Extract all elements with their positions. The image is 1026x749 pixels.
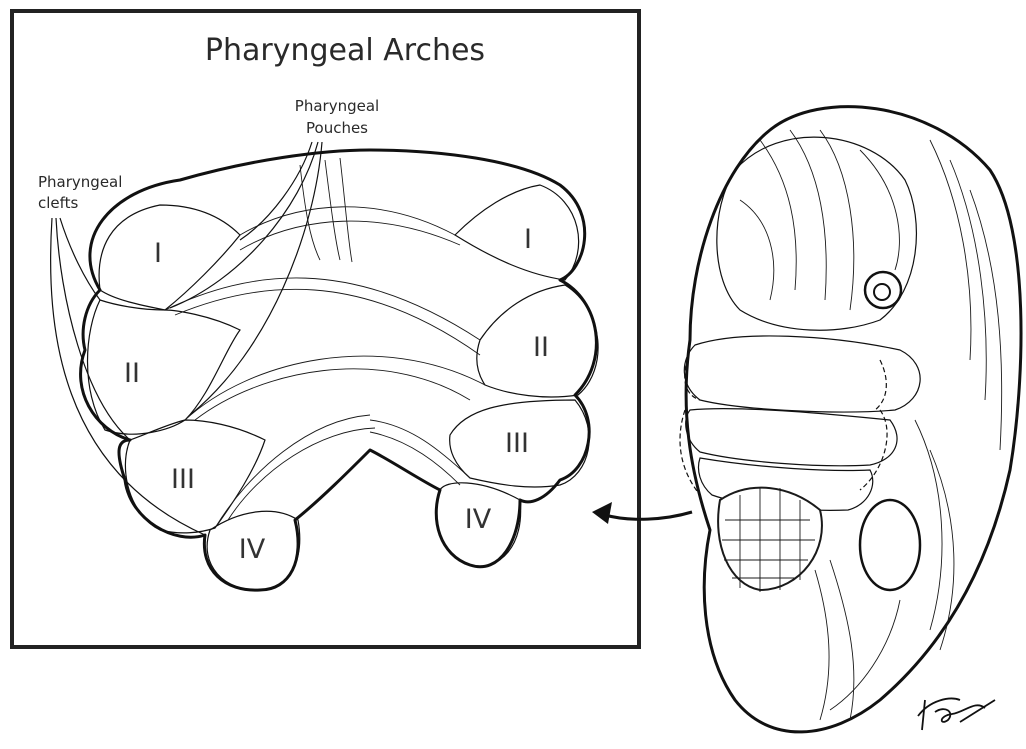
arch-right-2-label: II — [533, 332, 549, 363]
embryo-outline — [686, 107, 1021, 732]
arch-right-1-label: I — [524, 224, 532, 255]
clefts-label-line2: clefts — [38, 194, 79, 212]
reference-arrow — [592, 502, 692, 524]
arch-left-3-label: III — [171, 464, 195, 495]
clefts-label-line1: Pharyngeal — [38, 173, 122, 191]
artist-signature — [918, 699, 995, 730]
embryo-heart-bulge — [860, 500, 920, 590]
arch-right-3-label: III — [505, 428, 529, 459]
arch-right-4-label: IV — [465, 504, 492, 535]
pouches-label-line2: Pouches — [306, 119, 368, 137]
arch-left-2-label: II — [124, 358, 140, 389]
diagram-title: Pharyngeal Arches — [205, 33, 485, 68]
embryo-eye — [865, 272, 901, 308]
arch-left-1-label: I — [154, 238, 162, 269]
arch-left-4-label: IV — [239, 534, 266, 565]
pouches-label-line1: Pharyngeal — [295, 97, 379, 115]
embryo-illustration — [680, 107, 1021, 732]
